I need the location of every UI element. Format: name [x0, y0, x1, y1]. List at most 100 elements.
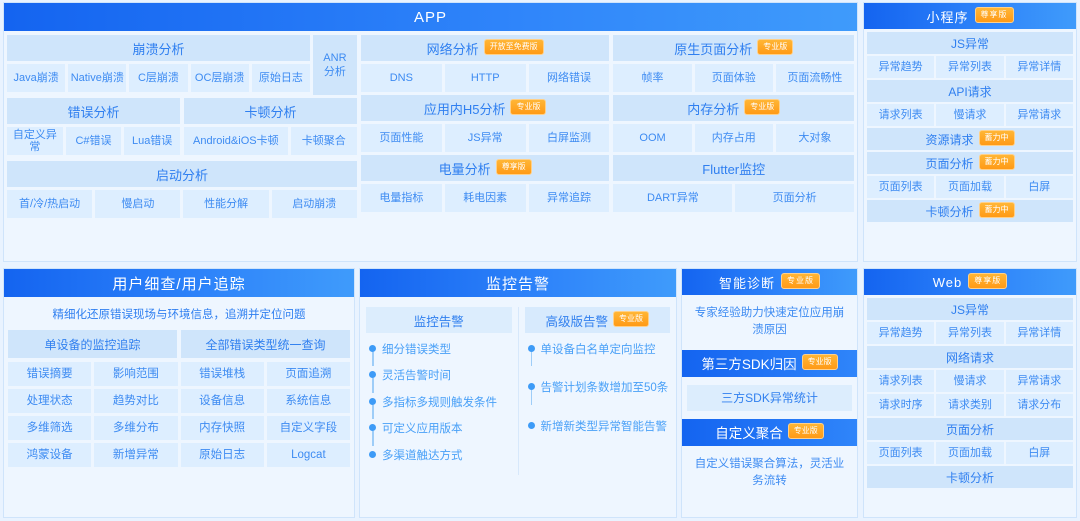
feature-cell[interactable]: DART异常	[613, 184, 733, 212]
feature-cell[interactable]: Java崩溃	[7, 64, 66, 92]
feature-cell[interactable]: 网络错误	[528, 64, 610, 92]
feature-cell[interactable]: 慢请求	[936, 370, 1004, 392]
badge-diagnose: 专业版	[781, 273, 820, 289]
feature-cell[interactable]: 异常趋势	[867, 56, 935, 78]
feature-cell[interactable]: 启动崩溃	[271, 190, 357, 218]
feature-cell[interactable]: DNS	[360, 64, 442, 92]
feature-cell[interactable]: 页面追溯	[266, 362, 350, 386]
feature-cell[interactable]: JS异常	[444, 124, 526, 152]
feature-cell[interactable]: 页面性能	[360, 124, 442, 152]
list-item: 可定义应用版本	[369, 422, 512, 447]
feature-cell[interactable]: 页面加载	[936, 442, 1004, 464]
feature-cell[interactable]: 原始日志	[180, 443, 264, 467]
feature-cell[interactable]: 页面分析	[735, 184, 854, 212]
web-panel-header: Web 尊享版	[864, 269, 1076, 295]
group-label: 电量分析	[438, 161, 491, 177]
feature-cell[interactable]: 异常列表	[936, 322, 1004, 344]
monitor-advanced-list: 单设备白名单定向监控 告警计划条数增加至50条 新增新类型异常智能告警	[525, 333, 671, 434]
feature-cell[interactable]: 大对象	[775, 124, 854, 152]
feature-cell[interactable]: 页面列表	[867, 176, 935, 198]
feature-cell[interactable]: 电量指标	[360, 184, 442, 212]
feature-cell[interactable]: 帧率	[613, 64, 692, 92]
group-title-miniapp-page: 页面分析 蓄力中	[867, 152, 1073, 174]
feature-cell[interactable]: HTTP	[444, 64, 526, 92]
feature-cell[interactable]: 异常趋势	[867, 322, 935, 344]
user-panel-title: 用户细查/用户追踪	[112, 275, 246, 293]
feature-cell[interactable]: Native崩溃	[68, 64, 127, 92]
group-title-miniapp-api: API请求	[867, 80, 1073, 102]
feature-cell[interactable]: C#错误	[65, 127, 122, 155]
group-label: 卡顿分析	[925, 204, 974, 219]
diagnose-sdk-sub[interactable]: 三方SDK异常统计	[687, 384, 852, 411]
badge-native-page: 专业版	[757, 39, 794, 55]
feature-cell[interactable]: Android&iOS卡顿	[183, 127, 288, 155]
feature-cell[interactable]: 请求列表	[867, 370, 935, 392]
feature-cell[interactable]: 系统信息	[266, 389, 350, 413]
feature-cell[interactable]: C层崩溃	[129, 64, 188, 92]
diagnose-custom-desc: 自定义错误聚合算法，灵活业务流转	[694, 457, 845, 487]
feature-cell[interactable]: 页面列表	[867, 442, 935, 464]
feature-cell[interactable]: Lua错误	[124, 127, 180, 155]
feature-cell[interactable]: 异常详情	[1005, 56, 1073, 78]
feature-cell[interactable]: 耗电因素	[444, 184, 526, 212]
feature-cell[interactable]: 异常详情	[1005, 322, 1073, 344]
user-panel: 用户细查/用户追踪 精细化还原错误现场与环境信息，追溯并定位问题 单设备的监控追…	[3, 268, 355, 518]
user-panel-body: 单设备的监控追踪 全部错误类型统一查询 错误摘要 影响范围 错误堆栈 页面追溯 …	[4, 330, 354, 474]
feature-cell-anr[interactable]: ANR 分析	[312, 35, 357, 95]
feature-cell[interactable]: 原始日志	[251, 64, 310, 92]
feature-cell[interactable]: 多维筛选	[8, 416, 92, 440]
feature-cell[interactable]: 异常追踪	[528, 184, 610, 212]
feature-cell[interactable]: 请求时序	[867, 394, 935, 416]
feature-cell[interactable]: OOM	[613, 124, 692, 152]
feature-cell[interactable]: 页面加载	[936, 176, 1004, 198]
feature-cell[interactable]: 多维分布	[94, 416, 178, 440]
monitor-basic-title: 监控告警	[366, 307, 512, 333]
group-label: 内存分析	[687, 101, 740, 117]
badge-resource: 蓄力中	[978, 130, 1015, 146]
feature-cell[interactable]: 趋势对比	[94, 389, 178, 413]
feature-cell[interactable]: 错误摘要	[8, 362, 92, 386]
feature-cell[interactable]: 影响范围	[94, 362, 178, 386]
feature-cell[interactable]: 首/冷/热启动	[7, 190, 93, 218]
feature-cell[interactable]: 卡顿聚合	[290, 127, 357, 155]
feature-cell[interactable]: 白屏	[1005, 176, 1073, 198]
feature-cell[interactable]: 请求类别	[936, 394, 1004, 416]
feature-cell[interactable]: Logcat	[266, 443, 350, 467]
feature-cell[interactable]: 错误堆栈	[180, 362, 264, 386]
feature-cell[interactable]: 自定义异常	[7, 127, 63, 155]
feature-cell[interactable]: 白屏	[1005, 442, 1073, 464]
feature-cell[interactable]: 白屏监测	[528, 124, 610, 152]
group-title-h5: 应用内H5分析 专业版	[360, 95, 610, 121]
badge-h5: 专业版	[510, 99, 547, 115]
feature-cell[interactable]: 请求列表	[867, 104, 935, 126]
badge-web: 尊享版	[968, 273, 1008, 289]
list-item: 新增新类型异常智能告警	[527, 420, 671, 434]
feature-cell[interactable]: 设备信息	[180, 389, 264, 413]
feature-cell[interactable]: 鸿蒙设备	[8, 443, 92, 467]
feature-cell[interactable]: 新增异常	[94, 443, 178, 467]
monitor-advanced-column: 高级版告警 专业版 单设备白名单定向监控 告警计划条数增加至50条 新增新类型异…	[517, 307, 677, 475]
group-title-network: 网络分析 开放至免费版	[360, 35, 610, 61]
feature-cell[interactable]: 自定义字段	[266, 416, 350, 440]
feature-cell[interactable]: 异常请求	[1005, 370, 1073, 392]
group-label: Flutter监控	[702, 161, 766, 177]
feature-cell[interactable]: 页面体验	[694, 64, 773, 92]
diagnose-sdk-header: 第三方SDK归因 专业版	[682, 349, 857, 377]
feature-cell[interactable]: 全部错误类型统一查询	[181, 330, 350, 358]
feature-cell[interactable]: 慢请求	[936, 104, 1004, 126]
feature-cell[interactable]: 性能分解	[183, 190, 269, 218]
feature-cell[interactable]: 内存快照	[180, 416, 264, 440]
group-label: JS异常	[950, 302, 989, 317]
feature-cell[interactable]: 页面流畅性	[775, 64, 854, 92]
feature-cell[interactable]: 内存占用	[694, 124, 773, 152]
user-panel-header: 用户细查/用户追踪	[4, 269, 354, 297]
feature-cell[interactable]: 单设备的监控追踪	[8, 330, 177, 358]
badge-advanced-alert: 专业版	[613, 311, 649, 327]
feature-cell[interactable]: 请求分布	[1005, 394, 1073, 416]
feature-cell[interactable]: 处理状态	[8, 389, 92, 413]
feature-cell[interactable]: 慢启动	[95, 190, 181, 218]
feature-cell[interactable]: OC层崩溃	[190, 64, 249, 92]
feature-cell[interactable]: 异常列表	[936, 56, 1004, 78]
group-title-web-lag: 卡顿分析	[867, 466, 1073, 488]
feature-cell[interactable]: 异常请求	[1005, 104, 1073, 126]
